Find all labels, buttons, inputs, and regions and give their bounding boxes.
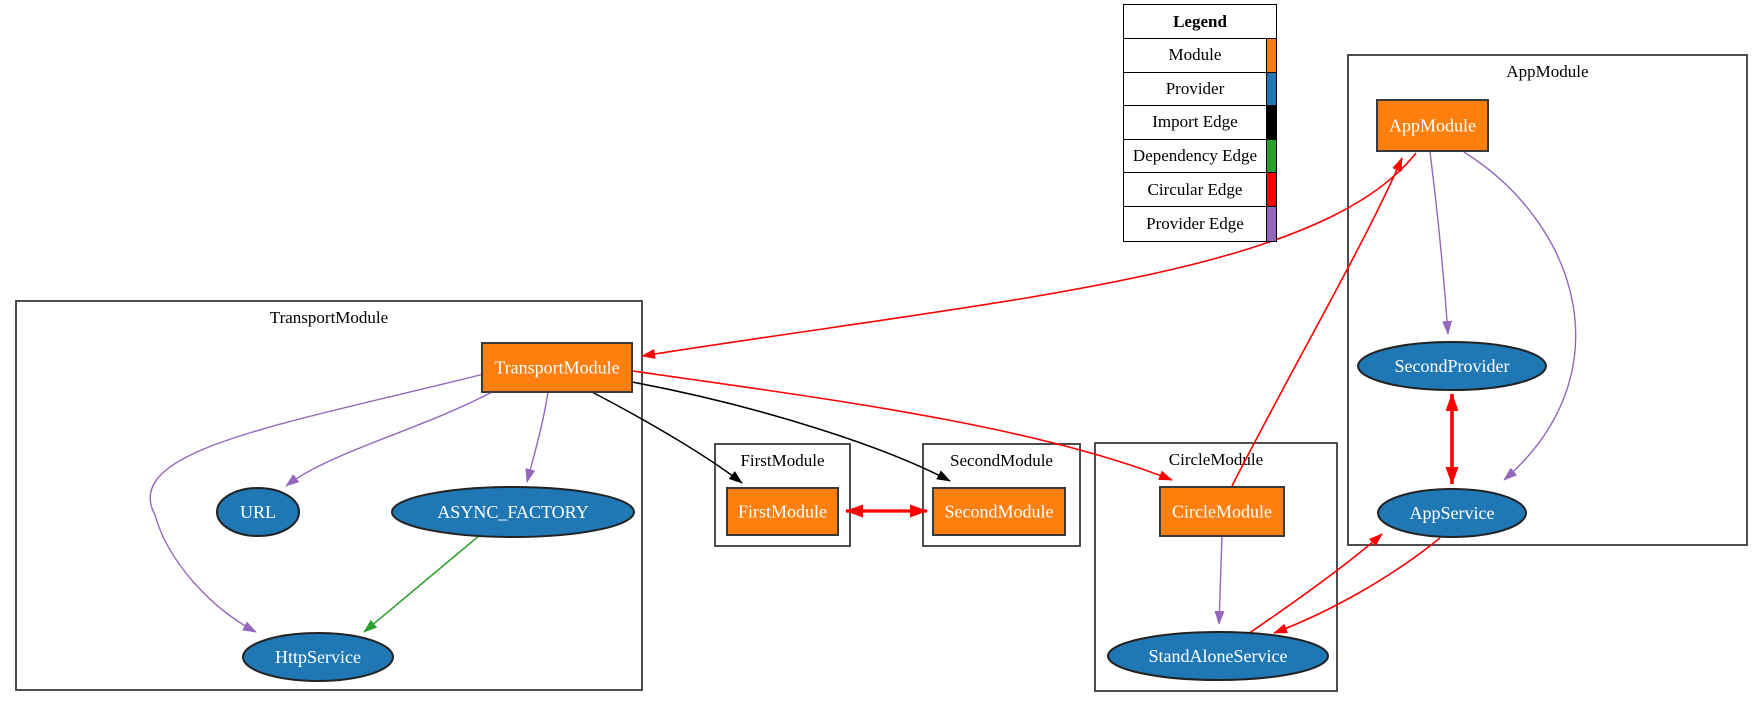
node-label: URL: [240, 502, 276, 522]
legend-color-swatch: [1266, 106, 1276, 139]
node-TransportModule: TransportModule: [481, 342, 633, 393]
legend-row-circular-edge: Circular Edge: [1124, 173, 1276, 207]
legend-row-label: Import Edge: [1152, 112, 1238, 132]
legend-color-swatch: [1266, 206, 1276, 241]
cluster-label: AppModule: [1506, 62, 1588, 81]
cluster-border: [1094, 442, 1338, 692]
node-label: HttpService: [275, 647, 361, 667]
module-box: [1376, 99, 1489, 152]
provider-ellipse: [216, 487, 300, 537]
edge-import-TransportModule-to-SecondModule: [631, 381, 951, 482]
legend-row-label: Dependency Edge: [1132, 146, 1258, 166]
node-CircleModule: CircleModule: [1159, 486, 1285, 537]
edge-provider-AppModule-to-SecondProvider: [1429, 151, 1453, 335]
node-label: AppService: [1410, 503, 1495, 523]
cluster-TransportModule: TransportModule: [15, 300, 643, 691]
node-label: SecondModule: [945, 502, 1054, 522]
legend-row-label: Circular Edge: [1147, 179, 1243, 199]
cluster-border: [714, 443, 851, 547]
legend-row-dependency-edge: Dependency Edge: [1124, 139, 1276, 174]
node-label: AppModule: [1389, 116, 1476, 136]
node-HttpService: HttpService: [242, 632, 394, 682]
edge-provider-AppModule-to-AppService: [1463, 151, 1577, 481]
edge-dependency-ASYNC_FACTORY-to-HttpService: [363, 534, 481, 633]
node-label: StandAloneService: [1149, 646, 1288, 666]
node-label: SecondProvider: [1395, 356, 1510, 376]
legend-title: Legend: [1124, 5, 1276, 39]
legend-row-module: Module: [1124, 39, 1276, 73]
cluster-border: [1347, 54, 1748, 546]
legend-row-provider: Provider: [1124, 72, 1276, 107]
legend-row-label: Provider Edge: [1146, 213, 1244, 233]
provider-ellipse: [1377, 488, 1527, 538]
node-label: FirstModule: [738, 502, 827, 522]
node-SecondProvider: SecondProvider: [1357, 341, 1547, 391]
provider-ellipse: [1357, 341, 1547, 391]
legend-row-label: Provider: [1165, 78, 1225, 98]
node-AppService: AppService: [1377, 488, 1527, 538]
cluster-label: FirstModule: [740, 451, 824, 470]
edge-circular-TransportModule-to-CircleModule: [632, 370, 1173, 481]
node-ASYNC_FACTORY: ASYNC_FACTORY: [391, 486, 635, 538]
edge-provider-CircleModule-to-StandAloneService: [1214, 535, 1225, 625]
cluster-FirstModule: FirstModule: [714, 443, 851, 547]
legend-row-label: Module: [1168, 45, 1222, 65]
edge-circular-AppModule-to-TransportModule: [641, 152, 1417, 359]
node-label: TransportModule: [494, 358, 619, 378]
module-box: [726, 487, 839, 536]
provider-ellipse: [1107, 631, 1329, 681]
edge-circular-AppService-to-StandAloneService: [1273, 537, 1441, 634]
cluster-label: TransportModule: [270, 308, 388, 327]
legend-row-import-edge: Import Edge: [1124, 106, 1276, 140]
module-box: [1159, 486, 1285, 537]
node-label: ASYNC_FACTORY: [437, 502, 588, 522]
node-StandAloneService: StandAloneService: [1107, 631, 1329, 681]
cluster-SecondModule: SecondModule: [922, 443, 1081, 547]
provider-ellipse: [242, 632, 394, 682]
cluster-CircleModule: CircleModule: [1094, 442, 1338, 692]
legend-color-swatch: [1266, 72, 1276, 106]
edge-provider-TransportModule-to-URL: [285, 391, 493, 487]
module-box: [932, 487, 1066, 536]
edge-provider-TransportModule-to-ASYNC_FACTORY: [525, 391, 549, 483]
edge-circular-CircleModule-to-AppModule: [1231, 157, 1403, 487]
edge-circular-StandAloneService-to-AppService: [1241, 533, 1383, 639]
legend-color-swatch: [1266, 173, 1276, 206]
cluster-border: [15, 300, 643, 691]
cluster-AppModule: AppModule: [1347, 54, 1748, 546]
node-URL: URL: [216, 487, 300, 537]
node-AppModule: AppModule: [1376, 99, 1489, 152]
node-FirstModule: FirstModule: [726, 487, 839, 536]
cluster-label: SecondModule: [950, 451, 1053, 470]
legend-color-swatch: [1266, 39, 1276, 72]
edge-provider-TransportModule-to-HttpService: [149, 373, 485, 633]
legend-row-provider-edge: Provider Edge: [1124, 206, 1276, 241]
module-box: [481, 342, 633, 393]
edge-import-TransportModule-to-FirstModule: [591, 391, 743, 484]
cluster-border: [922, 443, 1081, 547]
node-SecondModule: SecondModule: [932, 487, 1066, 536]
node-label: CircleModule: [1172, 502, 1272, 522]
legend-color-swatch: [1266, 139, 1276, 173]
cluster-label: CircleModule: [1169, 450, 1263, 469]
provider-ellipse: [391, 486, 635, 538]
